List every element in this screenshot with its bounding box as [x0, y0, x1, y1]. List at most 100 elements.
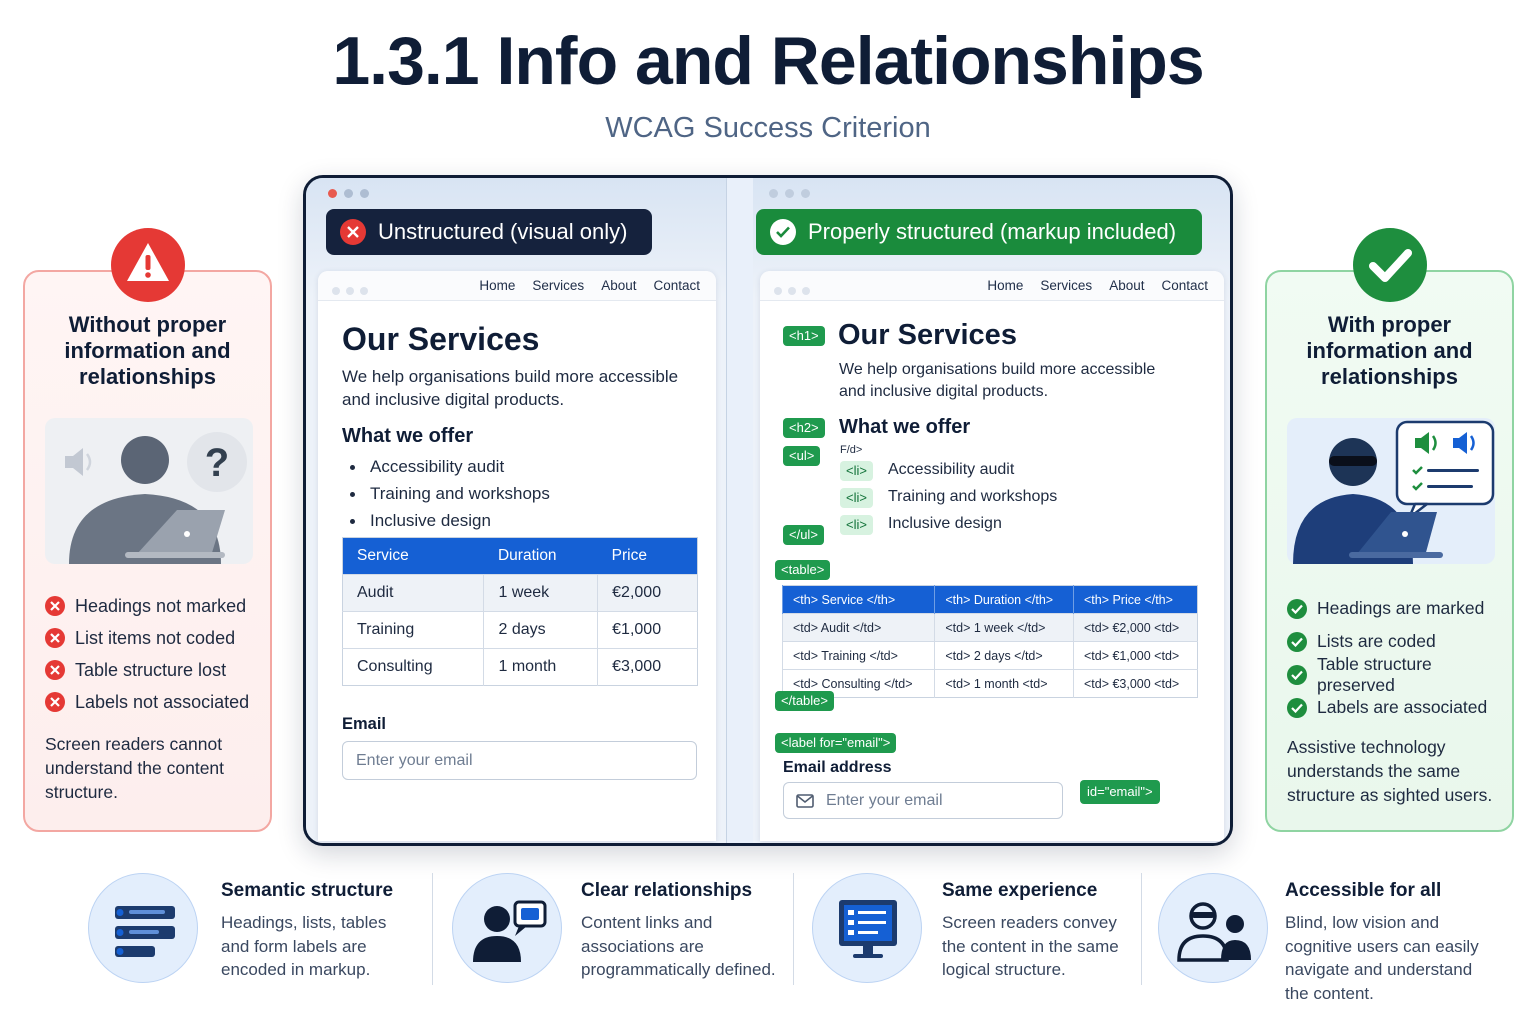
x-circle-icon: [45, 692, 65, 712]
check-circle-icon: [1287, 598, 1307, 619]
unstructured-example: Unstructured (visual only) Home Services…: [306, 178, 727, 843]
window-close-dot[interactable]: [769, 189, 778, 198]
feature-title: Clear relationships: [581, 880, 753, 901]
web-page-mockup: Home Services About Contact Our Services…: [318, 271, 716, 841]
table-row: Audit 1 week €2,000: [342, 574, 698, 612]
list-item: Accessibility audit: [888, 461, 1015, 478]
check-circle-icon: [1287, 697, 1307, 718]
list-item: Headings are marked: [1287, 592, 1512, 625]
check-icon: [1352, 228, 1427, 302]
feature-description: Blind, low vision and cognitive users ca…: [1285, 913, 1479, 1003]
nav-bar: Home Services About Contact: [318, 271, 716, 301]
table-header-row: <th> Service </th> <th> Duration </th> <…: [781, 585, 1198, 614]
ul-close-tag: </ul>: [783, 525, 824, 545]
divider: [793, 873, 794, 985]
feature-semantic-structure: Semantic structure Headings, lists, tabl…: [88, 868, 418, 1008]
stray-markup-text: F/d>: [840, 444, 863, 456]
confident-user-illustration: [1287, 418, 1495, 564]
check-circle-icon: [1287, 631, 1307, 652]
feature-same-experience: Same experience Screen readers convey th…: [812, 868, 1142, 1008]
divider: [1141, 873, 1142, 985]
nav-about[interactable]: About: [1109, 278, 1145, 293]
feature-title: Same experience: [942, 880, 1098, 901]
list-item: Labels not associated: [45, 686, 249, 718]
h1-tag: <h1>: [783, 326, 825, 346]
speaker-muted-icon: [65, 448, 92, 476]
email-input[interactable]: Enter your email: [342, 741, 697, 780]
x-circle-icon: [45, 596, 65, 616]
users-icon: [1158, 873, 1268, 983]
list-item: List items not coded: [45, 622, 249, 654]
unstructured-banner: Unstructured (visual only): [326, 209, 652, 255]
section-heading: What we offer: [839, 416, 971, 438]
with-structure-panel: With proper information and relationship…: [1265, 228, 1514, 832]
monitor-list-icon: [812, 873, 922, 983]
structured-example: Properly structured (markup included) Ho…: [753, 178, 1230, 843]
window-maximize-dot[interactable]: [360, 189, 369, 198]
intro-text: We help organisations build more accessi…: [342, 367, 679, 409]
person-chat-icon: [452, 873, 562, 983]
feature-description: Content links and associations are progr…: [581, 913, 776, 979]
email-input[interactable]: Enter your email: [783, 782, 1063, 819]
list-item: Training and workshops: [888, 488, 1058, 505]
services-table: Service Duration Price Audit 1 week €2,0…: [342, 537, 698, 686]
feature-description: Headings, lists, tables and form labels …: [221, 913, 387, 979]
table-tag: <table>: [775, 560, 831, 580]
email-label: Email: [342, 715, 387, 733]
nav-bar: Home Services About Contact: [760, 271, 1224, 301]
without-structure-panel: Without proper information and relations…: [23, 228, 272, 832]
list-item: Table structure preserved: [1287, 654, 1512, 695]
nav-about[interactable]: About: [601, 278, 637, 293]
check-circle-icon: [770, 219, 796, 245]
panel-heading: With proper information and relationship…: [1306, 312, 1473, 389]
panel-footer: Screen readers cannot understand the con…: [45, 734, 225, 802]
page-subtitle: WCAG Success Criterion: [605, 112, 931, 144]
x-circle-icon: [45, 660, 65, 680]
list-item: Table structure lost: [45, 654, 249, 686]
table-row: <td> Training </td> <td> 2 days </td> <t…: [781, 641, 1198, 670]
nav-home[interactable]: Home: [987, 278, 1024, 293]
table-row: Consulting 1 month €3,000: [342, 648, 698, 686]
divider: [432, 873, 433, 985]
feature-description: Screen readers convey the content in the…: [942, 913, 1119, 979]
issue-list: Headings not marked List items not coded…: [45, 590, 249, 718]
h2-tag: <h2>: [783, 418, 825, 438]
panel-heading: Without proper information and relations…: [64, 312, 231, 389]
nav-contact[interactable]: Contact: [653, 278, 700, 293]
table-row: <td> Consulting </td> <td> 1 month <td> …: [781, 669, 1198, 698]
intro-text: We help organisations build more accessi…: [839, 361, 1156, 400]
nav-services[interactable]: Services: [1040, 278, 1093, 293]
window-minimize-dot[interactable]: [785, 189, 794, 198]
section-heading: What we offer: [342, 425, 474, 447]
nav-contact[interactable]: Contact: [1161, 278, 1208, 293]
table-header-row: Service Duration Price: [342, 537, 698, 575]
table-row: Training 2 days €1,000: [342, 611, 698, 649]
window-minimize-dot[interactable]: [344, 189, 353, 198]
ul-tag: <ul>: [783, 446, 821, 466]
page-title: 1.3.1 Info and Relationships: [332, 23, 1204, 99]
id-tag: id="email">: [1080, 780, 1160, 804]
list-item: Inclusive design: [350, 511, 491, 531]
feature-title: Accessible for all: [1285, 880, 1442, 901]
li-tag: <li>: [840, 515, 873, 535]
table-close-tag: </table>: [775, 691, 834, 711]
label-tag: <label for="email">: [775, 733, 897, 753]
feature-title: Semantic structure: [221, 880, 394, 901]
window-maximize-dot[interactable]: [801, 189, 810, 198]
comparison-window: Unstructured (visual only) Home Services…: [303, 175, 1233, 846]
list-item: Headings not marked: [45, 590, 249, 622]
panel-footer: Assistive technology understands the sam…: [1287, 737, 1493, 805]
table-row: <td> Audit </td> <td> 1 week </td> <td> …: [781, 613, 1198, 642]
services-table: <th> Service </th> <th> Duration </th> <…: [781, 585, 1198, 698]
feature-clear-relationships: Clear relationships Content links and as…: [452, 868, 782, 1008]
question-mark: ?: [205, 441, 229, 485]
list-item: Lists are coded: [1287, 625, 1512, 658]
page-heading: Our Services: [838, 319, 1017, 351]
check-circle-icon: [1287, 664, 1307, 685]
nav-home[interactable]: Home: [479, 278, 516, 293]
nav-services[interactable]: Services: [532, 278, 585, 293]
window-close-dot[interactable]: [328, 189, 337, 198]
confused-user-illustration: ?: [45, 418, 253, 564]
x-circle-icon: [45, 628, 65, 648]
